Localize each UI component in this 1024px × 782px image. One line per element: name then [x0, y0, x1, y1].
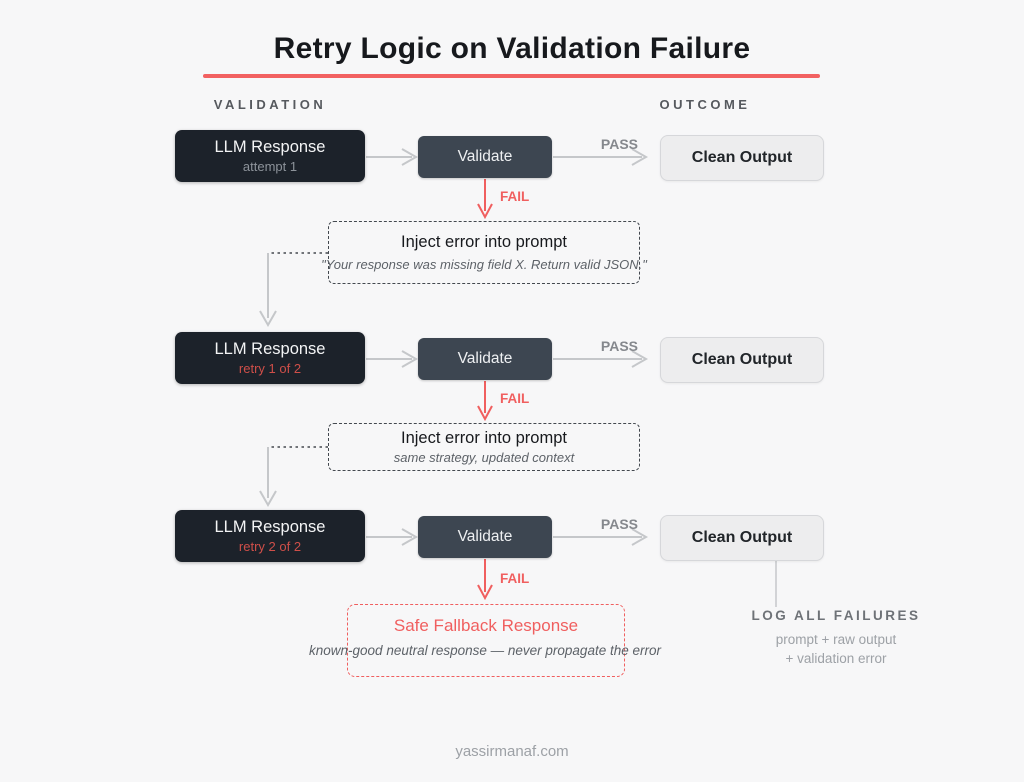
inject-error-subtitle: same strategy, updated context — [393, 450, 575, 465]
footer-credit: yassirmanaf.com — [455, 743, 569, 760]
log-note-title: LOG ALL FAILURES — [751, 608, 921, 623]
arrow-fail-row2 — [477, 381, 493, 422]
inject-error-box-1: Inject error into prompt "Your response … — [321, 221, 647, 284]
validate-box-row1: Validate — [418, 136, 552, 178]
arrow-llm-to-validate-row1 — [366, 148, 419, 166]
arrow-loop1-down — [259, 253, 277, 328]
arrow-validate-to-clean-row3 — [553, 528, 649, 546]
column-header-validation: VALIDATION — [213, 97, 327, 112]
arrow-llm-to-validate-row3 — [366, 528, 419, 546]
llm-response-title: LLM Response — [214, 340, 326, 358]
validate-box-row3: Validate — [418, 516, 552, 558]
validate-box-row2: Validate — [418, 338, 552, 380]
fail-label-row1: FAIL — [500, 189, 530, 204]
llm-response-subtitle: retry 2 of 2 — [238, 539, 302, 554]
pass-label-row3: PASS — [600, 516, 638, 532]
column-header-outcome: OUTCOME — [659, 97, 751, 112]
llm-response-subtitle: retry 1 of 2 — [238, 361, 302, 376]
clean-output-box-row2: Clean Output — [660, 337, 824, 383]
arrow-loop2-down — [259, 447, 277, 508]
llm-response-box-retry2: LLM Response retry 2 of 2 — [175, 510, 365, 562]
llm-response-box-retry1: LLM Response retry 1 of 2 — [175, 332, 365, 384]
safe-fallback-title: Safe Fallback Response — [393, 616, 579, 635]
log-note-line1: prompt + raw output — [775, 632, 897, 647]
inject-error-subtitle: "Your response was missing field X. Retu… — [321, 257, 647, 272]
inject-error-box-2: Inject error into prompt same strategy, … — [328, 423, 640, 471]
pass-label-row2: PASS — [600, 338, 638, 354]
page-title: Retry Logic on Validation Failure — [273, 32, 751, 65]
title-underline — [203, 74, 820, 78]
fail-label-row3: FAIL — [500, 571, 530, 586]
pass-label-row1: PASS — [600, 136, 638, 152]
clean-output-box-row1: Clean Output — [660, 135, 824, 181]
arrow-validate-to-clean-row2 — [553, 350, 649, 368]
llm-response-title: LLM Response — [214, 518, 326, 536]
safe-fallback-subtitle: known-good neutral response — never prop… — [309, 643, 661, 658]
inject-error-title: Inject error into prompt — [401, 233, 567, 251]
safe-fallback-box — [347, 604, 625, 677]
log-note-line2: + validation error — [785, 651, 887, 666]
inject-error-title: Inject error into prompt — [401, 429, 567, 447]
arrow-fail-row3 — [477, 559, 493, 601]
fail-label-row2: FAIL — [500, 391, 530, 406]
arrow-validate-to-clean-row1 — [553, 148, 649, 166]
log-all-failures-note: LOG ALL FAILURES prompt + raw output + v… — [726, 608, 946, 668]
llm-response-title: LLM Response — [214, 138, 326, 156]
clean-output-box-row3: Clean Output — [660, 515, 824, 561]
llm-response-subtitle: attempt 1 — [242, 159, 298, 174]
arrow-fail-row1 — [477, 179, 493, 220]
llm-response-box-attempt1: LLM Response attempt 1 — [175, 130, 365, 182]
arrow-llm-to-validate-row2 — [366, 350, 419, 368]
